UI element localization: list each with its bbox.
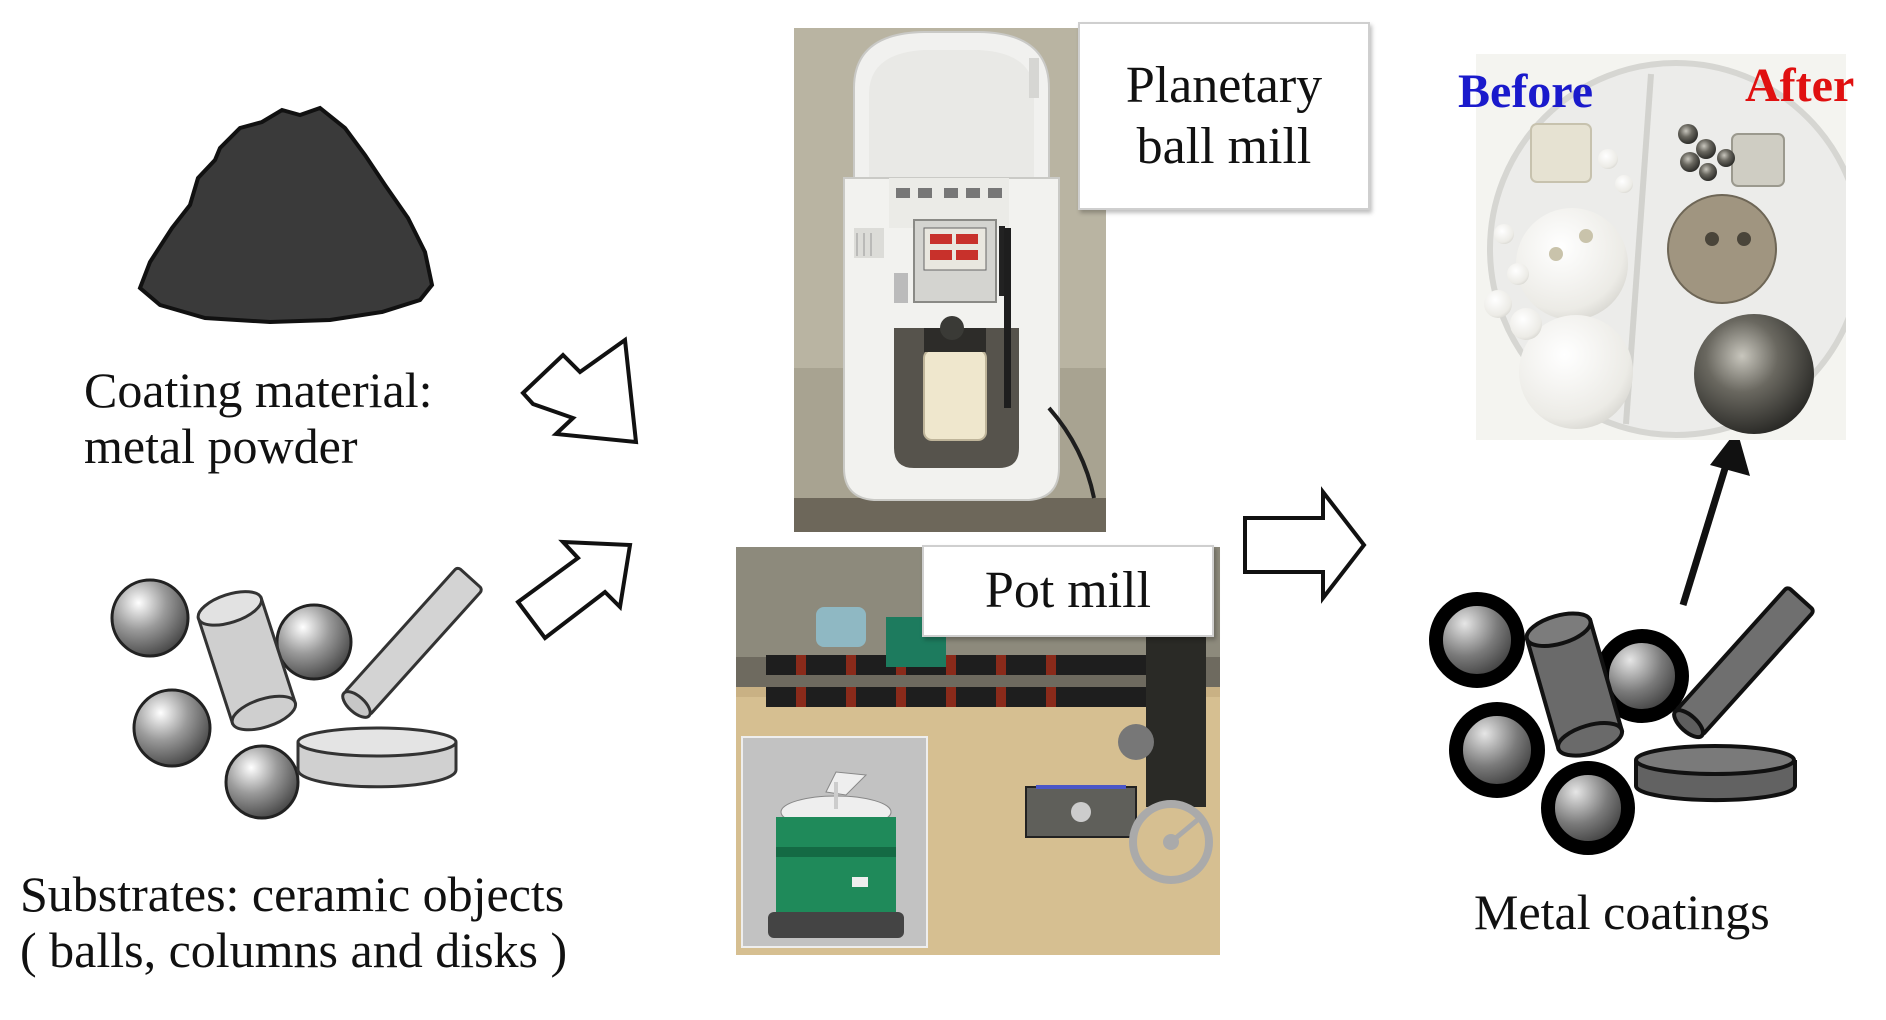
- arrow-substrates-to-mill: [515, 539, 633, 641]
- arrow-mill-to-coatings: [1243, 486, 1367, 604]
- substrates-label-line2: ( balls, columns and disks ): [20, 922, 568, 978]
- substrates-label: Substrates: ceramic objects ( balls, col…: [20, 866, 567, 978]
- substrates-illustration: [110, 566, 483, 820]
- arrow-coatings-to-photo: [1679, 430, 1750, 607]
- powder-label: Coating material: metal powder: [84, 362, 433, 474]
- pot-mill-caption: Pot mill: [922, 545, 1214, 637]
- planetary-ball-mill-photo: [794, 28, 1106, 532]
- metal-coatings-label: Metal coatings: [1474, 884, 1770, 940]
- powder-label-line1: Coating material:: [84, 362, 433, 418]
- powder-label-line2: metal powder: [84, 418, 358, 474]
- after-label: After: [1745, 59, 1855, 112]
- before-after-photo: [1476, 54, 1846, 440]
- planetary-caption-line1: Planetary: [1125, 56, 1323, 114]
- coated-objects-illustration: [1429, 586, 1815, 855]
- arrow-powder-to-mill: [520, 336, 639, 445]
- substrates-label-line1: Substrates: ceramic objects: [20, 866, 565, 922]
- metal-powder-shape: [137, 105, 435, 325]
- pot-mill-caption-text: Pot mill: [984, 562, 1152, 620]
- planetary-ball-mill-caption: Planetary ball mill: [1078, 22, 1370, 210]
- planetary-caption-line2: ball mill: [1136, 118, 1312, 175]
- before-label: Before: [1458, 65, 1594, 118]
